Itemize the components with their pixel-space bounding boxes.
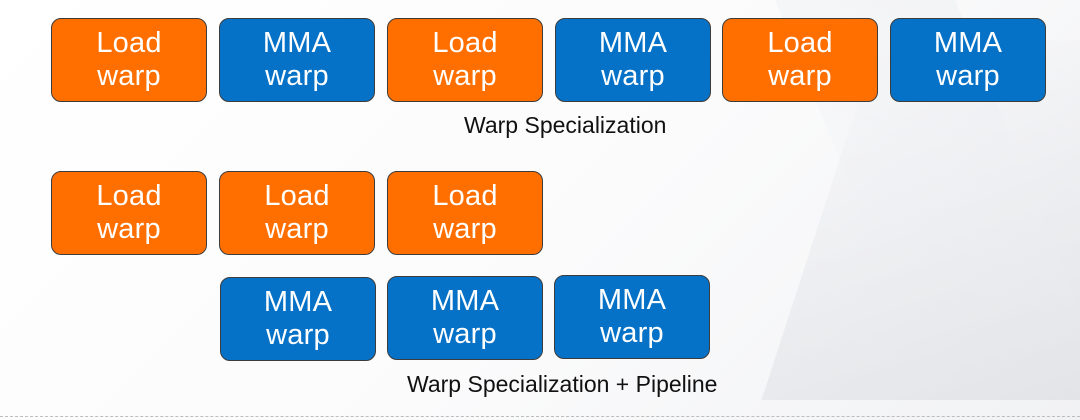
mma-warp-block: MMA warp xyxy=(890,18,1046,102)
block-label-line1: Load xyxy=(96,27,162,59)
block-label-line2: warp xyxy=(265,60,329,92)
block-label-line1: MMA xyxy=(430,285,500,317)
block-label-line2: warp xyxy=(265,213,329,245)
block-label-line2: warp xyxy=(266,319,330,351)
mma-warp-block: MMA warp xyxy=(219,18,375,102)
diagram-caption: Warp Specialization xyxy=(464,112,667,138)
block-label-line2: warp xyxy=(97,213,161,245)
block-label-line2: warp xyxy=(601,60,665,92)
block-label-line1: Load xyxy=(432,27,498,59)
mma-warp-block: MMA warp xyxy=(387,276,543,360)
block-label-line1: MMA xyxy=(262,27,332,59)
load-warp-block: Load warp xyxy=(722,18,878,102)
load-warp-block: Load warp xyxy=(219,171,375,255)
block-label-line2: warp xyxy=(433,213,497,245)
block-label-line1: Load xyxy=(264,180,330,212)
load-warp-block: Load warp xyxy=(387,171,543,255)
load-warp-block: Load warp xyxy=(51,171,207,255)
block-label-line2: warp xyxy=(600,317,664,349)
mma-warp-block: MMA warp xyxy=(555,18,711,102)
block-label-line1: MMA xyxy=(598,27,668,59)
block-label-line1: MMA xyxy=(263,286,333,318)
block-label-line2: warp xyxy=(97,60,161,92)
mma-warp-block: MMA warp xyxy=(220,277,376,361)
block-label-line2: warp xyxy=(433,318,497,350)
block-label-line1: MMA xyxy=(933,27,1003,59)
block-label-line1: Load xyxy=(767,27,833,59)
block-label-line1: MMA xyxy=(597,284,667,316)
block-label-line2: warp xyxy=(433,60,497,92)
block-label-line2: warp xyxy=(936,60,1000,92)
load-warp-block: Load warp xyxy=(51,18,207,102)
block-label-line1: Load xyxy=(432,180,498,212)
bottom-divider xyxy=(0,416,1080,417)
diagram-caption: Warp Specialization + Pipeline xyxy=(407,371,718,397)
block-label-line2: warp xyxy=(768,60,832,92)
load-warp-block: Load warp xyxy=(387,18,543,102)
mma-warp-block: MMA warp xyxy=(554,275,710,359)
block-label-line1: Load xyxy=(96,180,162,212)
